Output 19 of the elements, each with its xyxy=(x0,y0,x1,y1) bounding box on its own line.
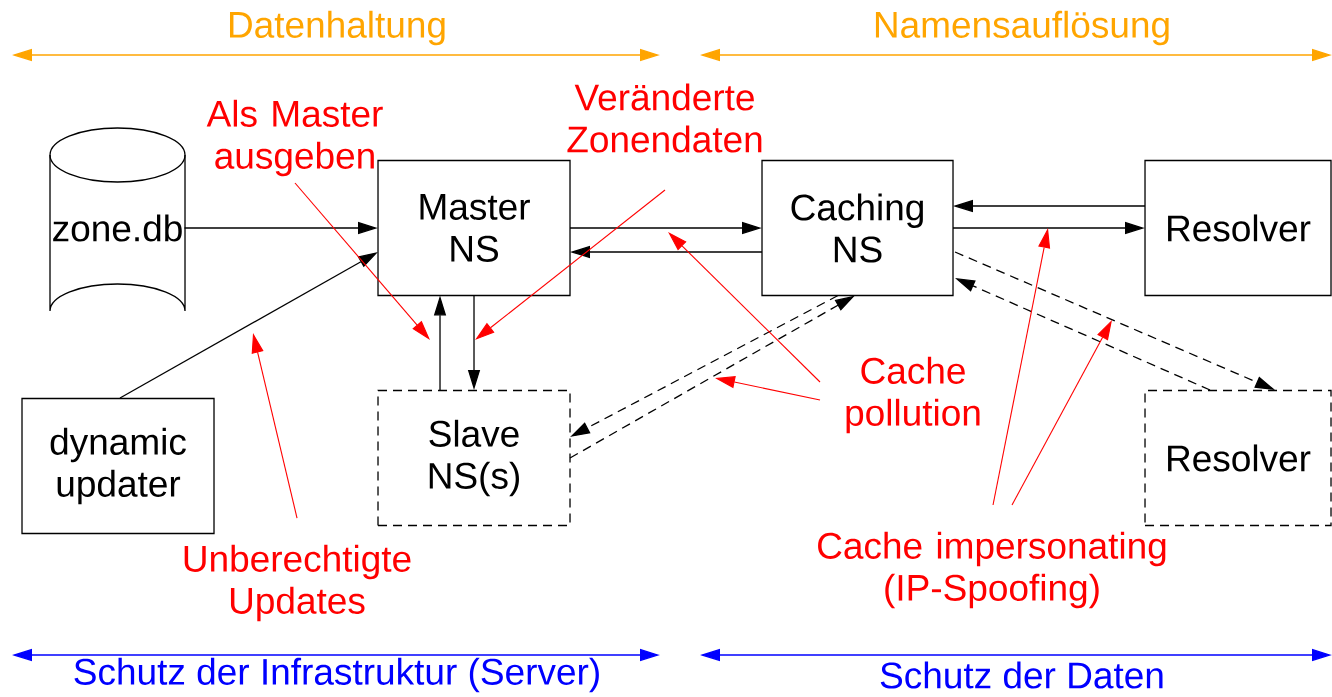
leader-arrow xyxy=(475,189,666,340)
section-label: Namensauflösung xyxy=(875,10,1169,46)
annotation-text: Veränderte Zonendaten xyxy=(567,83,762,153)
leader-arrow xyxy=(294,182,430,340)
section-label: Datenhaltung xyxy=(230,10,445,46)
annotation-text: Unberechtigte Updates xyxy=(184,544,411,622)
node-label: zone.db xyxy=(53,214,182,242)
database-cylinder: zone.db xyxy=(49,127,186,312)
annotation-text: Cache impersonating (IP-Spoofing) xyxy=(818,531,1166,609)
section-label: Schutz der Daten xyxy=(880,661,1163,689)
leader-arrow xyxy=(668,232,821,383)
annotation-text: Cache pollution xyxy=(846,356,980,434)
server-box: Resolver xyxy=(1144,159,1332,297)
server-box: dynamic updater xyxy=(21,397,215,535)
server-box: Caching NS xyxy=(761,159,954,297)
optional-server-box: Resolver xyxy=(1144,389,1332,527)
optional-server-box: Slave NS(s) xyxy=(377,389,571,527)
section-label: Schutz der Infrastruktur (Server) xyxy=(74,657,599,693)
server-box: Master NS xyxy=(377,159,571,297)
